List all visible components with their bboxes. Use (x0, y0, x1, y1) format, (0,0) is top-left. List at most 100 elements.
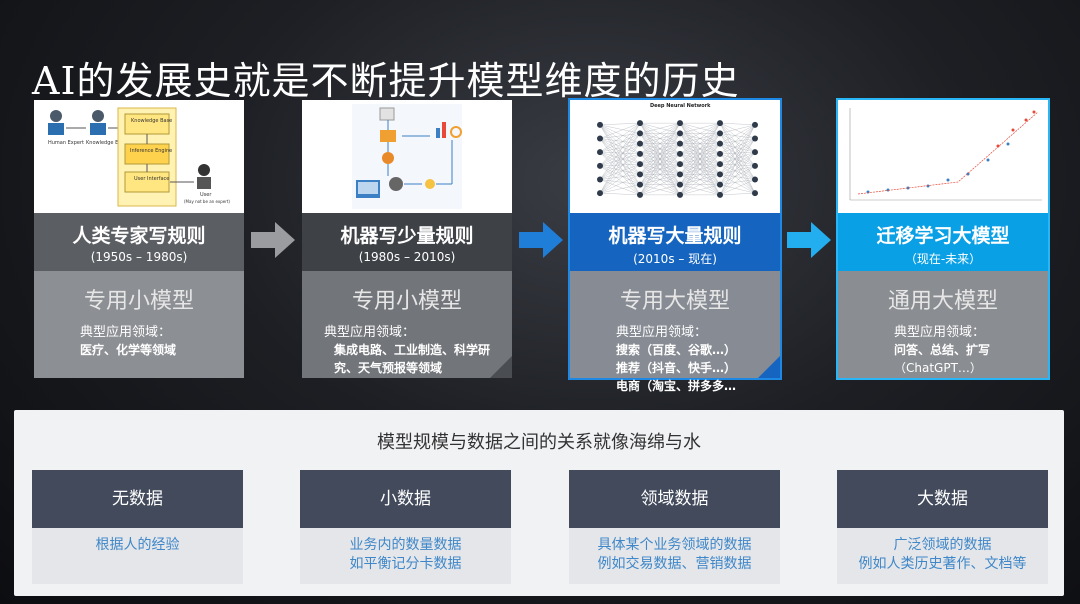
page-title: AI的发展史就是不断提升模型维度的历史 (32, 59, 740, 103)
application-label: 典型应用领域： (80, 325, 172, 340)
dnn-edge (719, 138, 756, 175)
stage-details: 通用大模型 典型应用领域： 问答、总结、扩写 （ChatGPT…） (838, 271, 1048, 378)
dnn-node (597, 149, 603, 156)
dnn-edge (679, 123, 721, 165)
dnn-edge (719, 163, 756, 180)
dnn-node (752, 162, 758, 169)
application-line: （ChatGPT…） (894, 361, 982, 375)
dnn-edge (679, 133, 721, 195)
corner-triangle (758, 356, 780, 378)
dnn-edge (599, 164, 641, 194)
label-user-interface: User Interface (134, 176, 169, 182)
dnn-edge (599, 152, 641, 155)
dnn-edge (639, 133, 681, 195)
dnn-edge (719, 165, 756, 185)
card-body-line: 业务内的数量数据 (349, 537, 462, 553)
dnn-title: Deep Neural Network (650, 103, 711, 109)
dnn-edge (599, 143, 641, 194)
dnn-edge (679, 164, 721, 195)
dnn-edge (639, 123, 681, 154)
dnn-edge (679, 123, 721, 175)
model-type: 通用大模型 (887, 289, 998, 314)
dnn-node (637, 171, 643, 178)
stage-years: (1950s – 1980s) (90, 250, 188, 264)
dnn-node (637, 150, 643, 157)
dnn-edge (719, 138, 756, 195)
dnn-node (677, 171, 683, 178)
application-line: 推荐（抖音、快手…） (616, 361, 737, 375)
dnn-edge (679, 122, 721, 134)
dnn-edge (719, 152, 756, 175)
dnn-edge (679, 174, 721, 196)
application-line: 集成电路、工业制造、科学研 (334, 343, 491, 357)
arrow-right-icon (787, 222, 831, 258)
dnn-edge (599, 123, 641, 153)
dnn-edge (719, 152, 756, 165)
panel-subtitle: 模型规模与数据之间的关系就像海绵与水 (377, 432, 701, 453)
dnn-edge (719, 124, 756, 154)
dnn-node (597, 176, 603, 183)
dnn-node (677, 161, 683, 168)
label-human-expert: Human Expert (48, 140, 84, 146)
application-label: 典型应用领域： (894, 325, 986, 340)
dnn-node (717, 140, 723, 147)
stage-band: 机器写少量规则 (1980s – 2010s) (302, 213, 512, 271)
dnn-edge (719, 164, 756, 194)
dnn-node (677, 130, 683, 137)
stage-name: 迁移学习大模型 (876, 225, 1010, 247)
stage-name: 机器写少量规则 (340, 225, 474, 247)
dnn-node (717, 191, 723, 198)
dnn-node (717, 150, 723, 157)
dnn-edge (679, 184, 721, 196)
label-user: User (200, 192, 212, 198)
dnn-edge (639, 122, 681, 144)
dnn-edge (599, 124, 641, 144)
dnn-edge (599, 163, 641, 166)
dnn-node (677, 120, 683, 127)
dnn-edge (639, 153, 681, 195)
model-type: 专用小模型 (83, 289, 194, 314)
dnn-node (637, 191, 643, 198)
dnn-edge (639, 122, 681, 134)
dnn-edge (719, 193, 756, 196)
data-card-domain-data: 领域数据 具体某个业务领域的数据 例如交易数据、营销数据 (569, 470, 780, 584)
dnn-edge (599, 179, 641, 185)
dnn-edge (719, 138, 756, 185)
dnn-edge (679, 123, 721, 185)
dnn-node (717, 171, 723, 178)
dnn-node (597, 135, 603, 142)
card-body-line: 根据人的经验 (95, 537, 180, 553)
dnn-node (717, 181, 723, 188)
dnn-node (597, 121, 603, 128)
card-body: 根据人的经验 (32, 528, 243, 584)
arrow-right-icon (251, 222, 295, 258)
arrow-right-icon (519, 222, 563, 258)
dnn-edge (719, 152, 756, 195)
dnn-node (752, 190, 758, 197)
dnn-edge (599, 124, 641, 134)
dnn-edge (719, 122, 756, 139)
dnn-node (752, 176, 758, 183)
dnn-edge (599, 123, 641, 194)
data-card-small-data: 小数据 业务内的数量数据 如平衡记分卡数据 (300, 470, 511, 584)
dnn-edge (719, 163, 756, 166)
dnn-node (677, 191, 683, 198)
label-knowledge-base: Knowledge Base (131, 118, 172, 124)
dnn-edge (679, 123, 721, 154)
dnn-edge (719, 124, 756, 175)
application-line: 究、天气预报等领域 (334, 361, 443, 375)
application-line: 搜索（百度、谷歌…） (616, 343, 737, 357)
dnn-node (637, 130, 643, 137)
dnn-edge (679, 122, 721, 144)
dnn-edge (599, 153, 641, 166)
dnn-edge (719, 138, 756, 165)
dnn-edge (599, 138, 641, 144)
expert-system-diagram: Human Expert Knowledge Engineer Knowledg… (34, 100, 244, 213)
dnn-edge (719, 174, 756, 194)
label-knowledge-engineer: Knowledge Engineer (86, 140, 138, 146)
dnn-edge (679, 143, 721, 195)
dnn-edge (599, 153, 641, 194)
dnn-edge (599, 122, 641, 139)
stage-name: 人类专家写规则 (72, 225, 206, 247)
stage-card-2: 机器写少量规则 (1980s – 2010s) 专用小模型 典型应用领域： 集成… (302, 100, 512, 378)
